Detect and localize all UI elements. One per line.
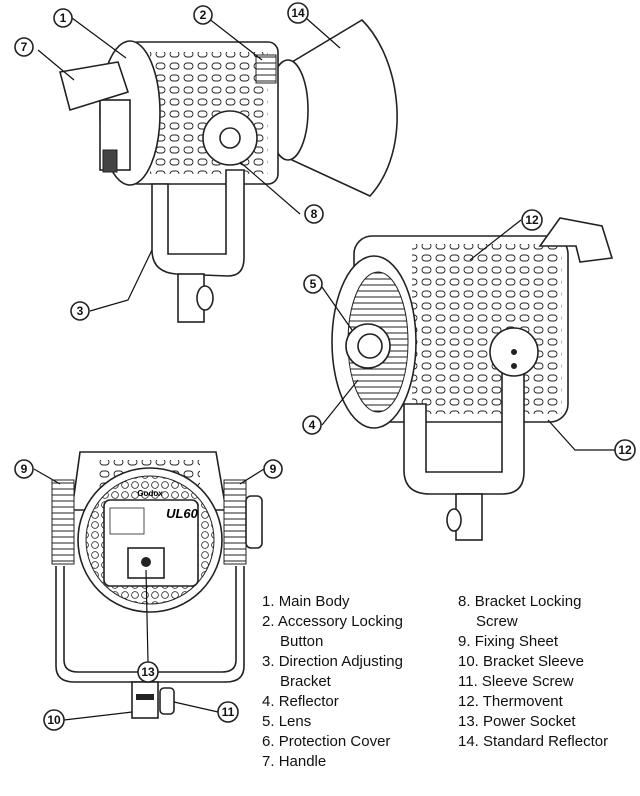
leader-lines	[33, 17, 615, 721]
callout-5: 5	[303, 274, 323, 294]
callout-14: 14	[287, 2, 309, 24]
callout-4: 4	[302, 415, 322, 435]
callout-10: 10	[43, 709, 65, 731]
svg-text:14: 14	[291, 6, 305, 20]
callout-12-bottom: 12	[614, 439, 636, 461]
sleeve-screw-shape	[159, 687, 175, 715]
legend-item-3: 3. Direction Adjusting	[262, 653, 403, 670]
legend-item-5: 5. Lens	[262, 713, 312, 730]
svg-text:1: 1	[60, 11, 67, 25]
svg-text:11: 11	[222, 705, 235, 719]
legend-item-3-cont: Bracket	[280, 673, 331, 690]
callout-2: 2	[193, 5, 213, 25]
legend-item-9: 9. Fixing Sheet	[458, 633, 559, 650]
front-view-illustration	[331, 217, 614, 541]
legend-item-2-cont: Button	[280, 633, 324, 650]
fixing-sheet-right-shape	[223, 479, 247, 565]
svg-text:8: 8	[311, 207, 318, 221]
legend-item-8: 8. Bracket Locking	[458, 593, 582, 610]
legend-item-1: 1. Main Body	[262, 593, 350, 610]
svg-text:13: 13	[141, 665, 155, 679]
legend-item-13: 13. Power Socket	[458, 713, 576, 730]
callout-7: 7	[14, 37, 34, 57]
legend-right-column: 8. Bracket Locking Screw 9. Fixing Sheet…	[458, 592, 608, 752]
svg-text:12: 12	[525, 213, 539, 227]
brand-label: Godox	[137, 489, 163, 498]
callout-9-right: 9	[263, 459, 283, 479]
back-view-illustration: Godox UL60	[51, 451, 263, 719]
svg-text:5: 5	[310, 277, 317, 291]
callout-1: 1	[53, 8, 73, 28]
legend-item-7: 7. Handle	[262, 753, 327, 770]
svg-text:4: 4	[309, 418, 316, 432]
legend-item-12: 12. Thermovent	[458, 693, 563, 710]
callout-9-left: 9	[14, 459, 34, 479]
legend-item-2: 2. Accessory Locking	[262, 613, 403, 630]
legend-item-11: 11. Sleeve Screw	[458, 673, 574, 690]
side-view-illustration	[59, 18, 398, 323]
callout-3: 3	[70, 301, 90, 321]
svg-text:12: 12	[618, 443, 632, 457]
callout-11: 11	[217, 701, 239, 723]
model-label: UL60	[166, 506, 199, 521]
legend-item-4: 4. Reflector	[262, 693, 339, 710]
svg-text:7: 7	[21, 40, 28, 54]
legend-item-6: 6. Protection Cover	[262, 733, 391, 750]
svg-text:10: 10	[47, 713, 61, 727]
svg-text:9: 9	[21, 462, 28, 476]
callout-12-top: 12	[521, 209, 543, 231]
legend-item-14: 14. Standard Reflector	[458, 733, 609, 750]
standard-reflector-shape	[291, 18, 398, 197]
bracket-shape	[151, 169, 245, 277]
legend-item-8-cont: Screw	[476, 613, 518, 630]
fixing-sheet-left-shape	[51, 479, 75, 565]
svg-text:2: 2	[200, 8, 207, 22]
legend-item-10: 10. Bracket Sleeve	[458, 653, 584, 670]
callout-8: 8	[304, 204, 324, 224]
legend-left-column: 1. Main Body 2. Accessory Locking Button…	[262, 592, 403, 772]
handle-shape	[59, 61, 130, 112]
svg-text:3: 3	[77, 304, 84, 318]
svg-text:9: 9	[270, 462, 277, 476]
callout-13: 13	[137, 661, 159, 683]
